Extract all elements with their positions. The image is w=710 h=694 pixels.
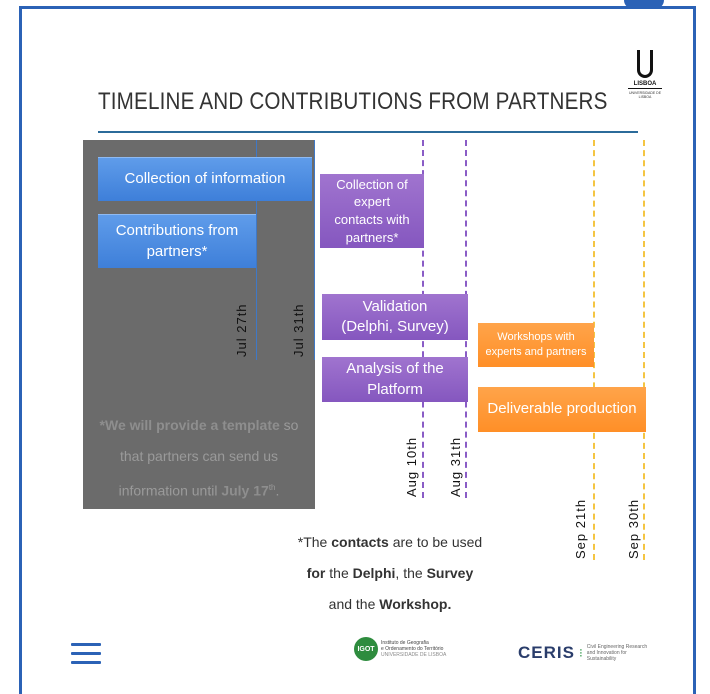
contacts-note-l1-post: are to be used [388, 534, 483, 550]
expert-contacts-box: Collection of expert contacts with partn… [320, 174, 424, 248]
page-title: TIMELINE AND CONTRIBUTIONS FROM PARTNERS [98, 88, 608, 115]
ceris-line3: Sustainability [586, 656, 617, 662]
aug31-label: Aug 31th [448, 436, 463, 497]
ceris-line1: Civil Engineering Research [586, 644, 648, 650]
igot-line3: UNIVERSIDADE DE LISBOA [381, 652, 447, 658]
grey-overlay-panel [83, 140, 315, 509]
workshops-box: Workshops with experts and partners [478, 323, 594, 367]
template-note-date: July 17 [221, 482, 269, 499]
sep21-line [593, 140, 595, 560]
contacts-note-workshop: Workshop. [379, 596, 452, 612]
validation-box: Validation (Delphi, Survey) [322, 294, 468, 340]
deliverable-box: Deliverable production [478, 387, 646, 432]
template-note-bold: *We will provide a template [99, 417, 280, 433]
igot-logo: IGOT Instituto de Geografia e Ordenament… [354, 637, 446, 661]
collection-info-label: Collection of information [124, 170, 286, 188]
deliverable-label: Deliverable production [487, 400, 637, 418]
ceris-line2: and Innovation for [586, 650, 627, 656]
sep30-label: Sep 30th [626, 498, 641, 559]
ulisboa-logo-sub: UNIVERSIDADE DE LISBOA [628, 91, 662, 99]
ulisboa-logo-main: LISBOA [628, 81, 662, 89]
igot-badge: IGOT [354, 637, 378, 661]
collection-info-box: Collection of information [98, 157, 312, 201]
contacts-note-l1-bold: contacts [331, 534, 389, 550]
contacts-note-the1: the [325, 565, 353, 581]
template-note-p2: that partners can send us [120, 448, 278, 464]
workshops-label: Workshops with experts and partners [485, 331, 587, 358]
sep21-label: Sep 21th [573, 498, 588, 559]
corner-tab [624, 0, 664, 9]
contacts-note-l3-pre: and the [328, 596, 380, 612]
analysis-label: Analysis of the Platform [346, 360, 444, 398]
sep30-line [643, 140, 645, 560]
jul31-line [314, 140, 315, 360]
contacts-note-survey: Survey [426, 565, 474, 581]
ulisboa-u-mark [637, 50, 653, 78]
template-note-sup: th [268, 483, 276, 492]
jul27-line [256, 140, 257, 360]
ceris-name: CERIS [518, 643, 575, 662]
contacts-note-for: for [306, 565, 326, 581]
contacts-note-l1-pre: *The [297, 534, 332, 550]
aug10-label: Aug 10th [404, 436, 419, 497]
contributions-box: Contributions from partners* [98, 214, 256, 268]
jul27-label: Jul 27th [234, 303, 249, 357]
igot-line2: e Ordenamento do Território [381, 646, 444, 652]
expert-contacts-label: Collection of expert contacts with partn… [334, 176, 410, 245]
template-note-p3: information until [118, 482, 222, 499]
template-note-end: . [275, 482, 280, 499]
igot-text: Instituto de Geografia e Ordenamento do … [381, 640, 446, 658]
template-note-p1: so [279, 417, 299, 433]
hamburger-menu-icon[interactable] [71, 643, 101, 665]
contacts-note-delphi: Delphi [352, 565, 396, 581]
igot-line1: Instituto de Geografia [381, 640, 429, 646]
template-note: *We will provide a template so that part… [83, 410, 315, 507]
ceris-desc: Civil Engineering Research and Innovatio… [587, 644, 647, 662]
contributions-label: Contributions from partners* [115, 222, 239, 260]
jul31-label: Jul 31th [291, 303, 306, 357]
analysis-box: Analysis of the Platform [322, 357, 468, 402]
ulisboa-logo: LISBOA UNIVERSIDADE DE LISBOA [628, 50, 662, 99]
contacts-note-the2: , the [395, 565, 427, 581]
validation-label: Validation (Delphi, Survey) [341, 297, 449, 335]
ceris-logo: CERIS ⁝ Civil Engineering Research and I… [518, 643, 647, 663]
ceris-dots: ⁝ [578, 646, 583, 660]
title-underline [98, 131, 638, 133]
contacts-note: *The contacts are to be used for the Del… [280, 527, 500, 620]
